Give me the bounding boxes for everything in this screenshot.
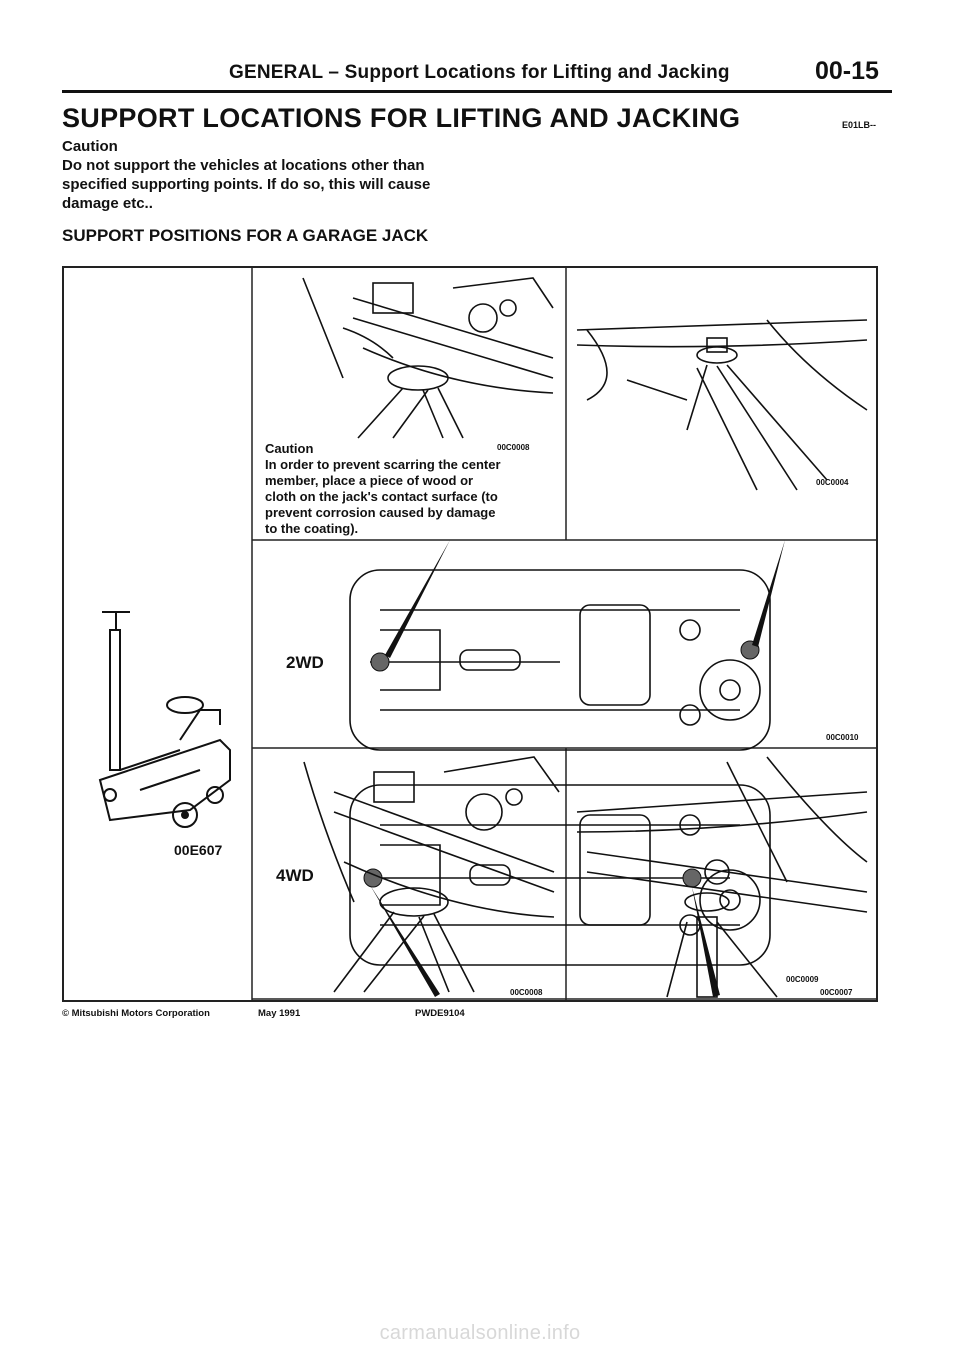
page-number: 00-15 [815,57,879,85]
code-4wd: 00C0009 [786,975,819,984]
caution-line-2: specified supporting points. If do so, t… [62,176,431,193]
caution-heading: Caution [62,138,118,155]
bottom-front-member-area [254,752,564,997]
rear-member-image-area [567,280,877,500]
bottom-front-member-illustration [303,756,560,993]
underbody-2wd-area [340,550,780,750]
bottom-rear-axle-illustration [576,756,868,998]
label-2wd: 2WD [286,653,324,672]
caution-line-3: damage etc.. [62,195,153,212]
running-header: GENERAL – Support Locations for Lifting … [229,62,730,83]
code-2wd: 00C0010 [826,733,859,742]
figure-caution-line-2: member, place a piece of wood or [265,473,474,488]
rear-member-jack-illustration [576,319,868,491]
label-4wd: 4WD [276,866,314,885]
garage-jack-illustration [98,611,231,828]
subheading: SUPPORT POSITIONS FOR A GARAGE JACK [62,226,429,245]
footer-doc-code: PWDE9104 [415,1008,465,1019]
rear-member-code: 00C0004 [816,478,849,487]
jack-image-area [80,590,270,850]
footer-date: May 1991 [258,1008,301,1019]
bottom-right-code: 00C0007 [820,988,853,997]
front-member-image-area [253,268,567,438]
jack-figure-code: 00E607 [174,842,223,858]
figure-frame [62,266,878,1002]
figure-caution-line-5: to the coating). [265,521,359,536]
underbody-2wd-diagram [349,540,785,751]
page-title: SUPPORT LOCATIONS FOR LIFTING AND JACKIN… [62,103,741,133]
header-rule [62,90,892,93]
front-member-code: 00C0008 [497,443,530,452]
bottom-rear-axle-area [567,752,877,997]
figure-caution-line-4: prevent corrosion caused by damage [265,505,496,520]
figure-caution-title: Caution [265,441,314,456]
section-code: E01LB-- [842,120,877,130]
front-member-jack-illustration [302,277,554,439]
watermark: carmanualsonline.info [379,1322,581,1344]
bottom-left-code: 00C0008 [510,988,543,997]
figure-caution-line-1: In order to prevent scarring the center [265,457,501,472]
caution-line-1: Do not support the vehicles at locations… [62,157,425,174]
figure-caution-line-3: cloth on the jack's contact surface (to [265,489,498,504]
footer-copyright: © Mitsubishi Motors Corporation [62,1008,210,1019]
